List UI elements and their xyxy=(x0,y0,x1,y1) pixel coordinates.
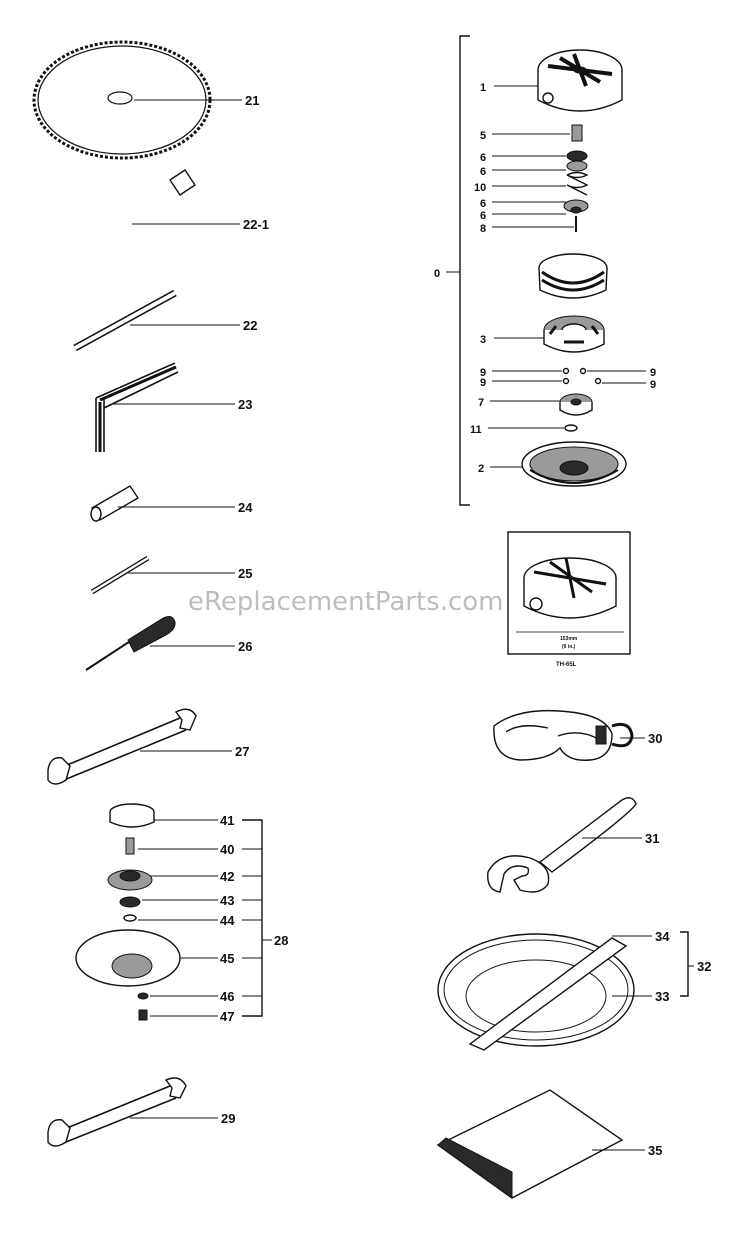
base-plate xyxy=(521,441,627,487)
label-43: 43 xyxy=(220,893,234,908)
head-small-parts xyxy=(563,124,589,232)
label-26: 26 xyxy=(238,639,252,654)
label-2: 2 xyxy=(478,463,484,475)
socket xyxy=(90,485,139,522)
tool-bag xyxy=(436,1089,624,1199)
label-29: 29 xyxy=(221,1111,235,1126)
washer-11 xyxy=(564,424,578,432)
label-42: 42 xyxy=(220,869,234,884)
rod-22 xyxy=(73,289,177,352)
label-9d: 9 xyxy=(650,379,656,391)
label-41: 41 xyxy=(220,813,234,828)
safety-goggles xyxy=(493,709,634,761)
label-30: 30 xyxy=(648,731,662,746)
label-6b: 6 xyxy=(480,166,486,178)
label-45: 45 xyxy=(220,951,234,966)
label-35: 35 xyxy=(648,1143,662,1158)
box-dimension-in: (6 in.) xyxy=(562,644,576,650)
wrench-27 xyxy=(47,708,197,785)
label-9c: 9 xyxy=(650,367,656,379)
hex-key xyxy=(95,362,179,452)
label-27: 27 xyxy=(235,744,249,759)
pin xyxy=(90,555,150,595)
blade-assembly xyxy=(75,803,181,1021)
box-dimension-mm: 153mm xyxy=(560,636,578,642)
j-hook-tube xyxy=(74,169,196,290)
label-23: 23 xyxy=(238,397,252,412)
label-3: 3 xyxy=(480,334,486,346)
label-32: 32 xyxy=(697,959,711,974)
wrench-29 xyxy=(47,1077,187,1147)
label-7: 7 xyxy=(478,397,484,409)
label-1: 1 xyxy=(480,82,486,94)
label-44: 44 xyxy=(220,913,235,928)
label-6d: 6 xyxy=(480,210,486,222)
inner-plate xyxy=(543,315,605,353)
label-28: 28 xyxy=(274,933,288,948)
screwdriver xyxy=(85,616,176,671)
label-6c: 6 xyxy=(480,198,486,210)
small-pins xyxy=(562,367,602,385)
label-31: 31 xyxy=(645,831,659,846)
label-40: 40 xyxy=(220,842,234,857)
label-34: 34 xyxy=(655,929,670,944)
label-11: 11 xyxy=(470,424,482,436)
watermark: eReplacementParts.com xyxy=(188,587,504,617)
label-6a: 6 xyxy=(480,152,486,164)
label-25: 25 xyxy=(238,566,252,581)
trimmer-head-cover xyxy=(537,49,623,112)
product-box: 153mm (6 in.) xyxy=(507,531,631,655)
label-9b: 9 xyxy=(480,377,486,389)
label-21: 21 xyxy=(245,93,259,108)
label-9a: 9 xyxy=(480,367,486,379)
label-33: 33 xyxy=(655,989,669,1004)
label-47: 47 xyxy=(220,1009,234,1024)
label-0: 0 xyxy=(434,268,440,280)
label-8: 8 xyxy=(480,223,486,235)
spanner xyxy=(487,797,637,893)
box-model: TH-65L xyxy=(556,662,577,668)
label-10: 10 xyxy=(474,182,486,194)
label-22-1: 22-1 xyxy=(243,217,269,232)
harness-ring xyxy=(437,933,635,1051)
label-5: 5 xyxy=(480,130,486,142)
spool xyxy=(538,253,608,299)
hub xyxy=(559,393,593,416)
label-22: 22 xyxy=(243,318,257,333)
label-24: 24 xyxy=(238,500,253,515)
label-46: 46 xyxy=(220,989,234,1004)
